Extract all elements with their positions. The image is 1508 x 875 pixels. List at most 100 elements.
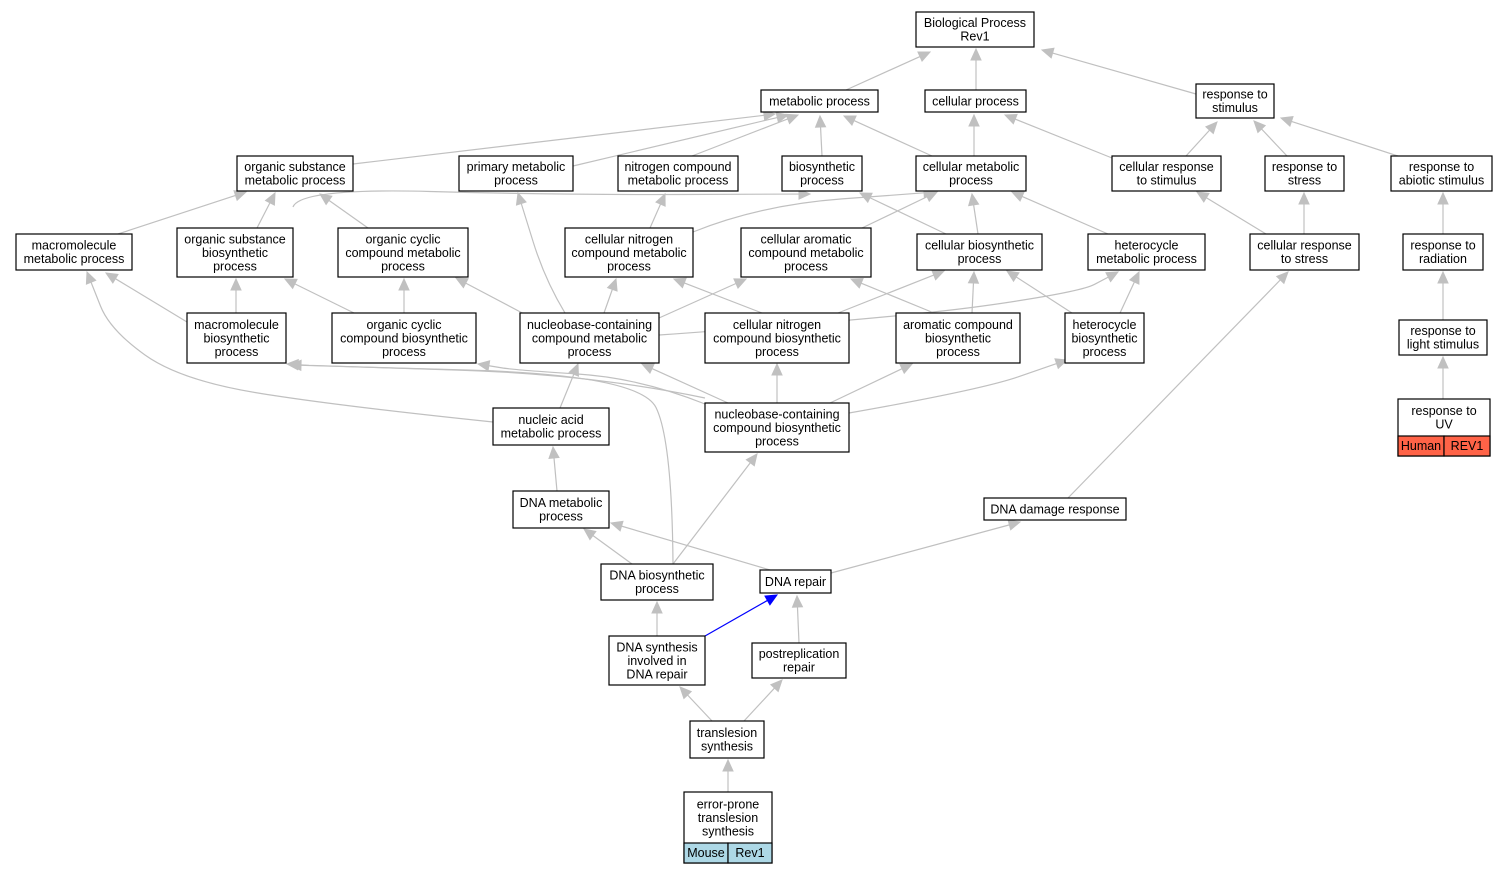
node-box — [924, 89, 1027, 113]
edge-arrowhead — [849, 278, 864, 289]
node-box — [1195, 83, 1275, 119]
edge-line — [294, 283, 355, 314]
edge-arrowhead — [1437, 355, 1449, 369]
edge-cell_nitro_met-to-nitro_met — [649, 192, 666, 229]
node-label-line: aromatic compound — [903, 318, 1013, 332]
edge-nb_bio-to-cell_nitro_bio — [771, 362, 783, 403]
edge-arrowhead — [548, 445, 560, 459]
edge-nb_bio-to-arom_bio — [829, 363, 914, 404]
edge-arrowhead — [722, 758, 734, 772]
edge-arrowhead — [967, 270, 980, 284]
edge-line — [845, 55, 921, 91]
node-label-line: macromolecule — [32, 239, 117, 253]
edge-hetero_bio-to-cell_bio — [1005, 270, 1073, 314]
node-dna-repair[interactable]: DNA repair — [759, 569, 832, 594]
edge-line — [117, 194, 236, 235]
edge-arrowhead — [791, 594, 804, 608]
edge-line — [861, 196, 928, 229]
edge-line — [649, 203, 662, 229]
edge-line — [1021, 195, 1109, 235]
node-box — [608, 635, 706, 686]
node-label-line: process — [215, 345, 259, 359]
node-cellular[interactable]: cellular process — [924, 89, 1027, 113]
edge-arrowhead — [672, 277, 687, 289]
edge-line — [837, 274, 934, 314]
node-label-line: organic cyclic — [365, 232, 440, 246]
node-label-line: process — [958, 252, 1002, 266]
node-label-line: metabolic process — [1096, 252, 1197, 266]
node-metabolic[interactable]: metabolic process — [760, 89, 879, 113]
node-label-line: biosynthetic — [202, 246, 268, 260]
edge-line — [819, 126, 823, 157]
node-label-line: Rev1 — [960, 30, 989, 44]
node-label-line: synthesis — [702, 824, 754, 838]
node-label-line: biosynthetic — [925, 331, 991, 345]
edge-arrowhead — [679, 686, 693, 700]
edge-arrowhead — [814, 114, 827, 128]
node-label-line: process — [784, 259, 828, 273]
node-box — [916, 233, 1043, 271]
node-label-line: response to — [1409, 160, 1474, 174]
node-label-line: abiotic stimulus — [1399, 174, 1484, 188]
edge-arrowhead — [970, 47, 982, 61]
edge-line — [692, 192, 925, 233]
node-label-line: metabolic process — [769, 94, 870, 108]
edge-line — [1052, 52, 1197, 95]
node-box — [1264, 155, 1345, 192]
edge-arrowhead — [1253, 120, 1267, 134]
edge-biosyn-to-metabolic — [814, 114, 827, 157]
node-label-line: cellular process — [932, 94, 1019, 108]
node-label-line: cellular nitrogen — [733, 318, 821, 332]
edge-arrowhead — [651, 600, 663, 614]
node-label-line: metabolic process — [628, 174, 729, 188]
node-box — [751, 642, 847, 679]
node-box — [186, 312, 287, 364]
node-dna-damage[interactable]: DNA damage response — [983, 497, 1127, 521]
edge-line — [658, 282, 737, 319]
node-label-line: metabolic process — [501, 427, 602, 441]
node-label-line: macromolecule — [194, 318, 279, 332]
node-label-line: DNA synthesis — [616, 640, 697, 654]
edge-nb_met-to-cell_arom_met — [658, 278, 748, 319]
edge-dna_damage-to-cell_resp_stress — [1067, 271, 1289, 499]
edge-arrowhead — [264, 191, 276, 206]
edge-arrowhead — [1010, 191, 1025, 202]
node-box — [337, 227, 469, 278]
